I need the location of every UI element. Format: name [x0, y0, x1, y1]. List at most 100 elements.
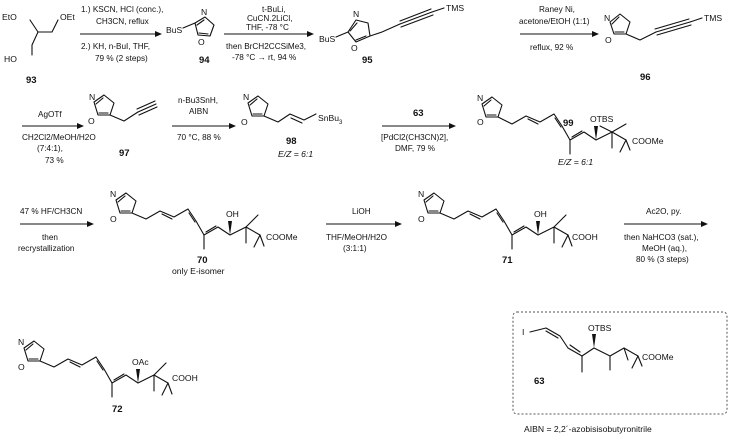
condition-text: 73 %	[45, 156, 64, 165]
atom-label: BuS	[319, 34, 336, 44]
atom-label: 3	[339, 120, 343, 126]
atom-label: BuS	[166, 25, 183, 35]
atom-label: O	[605, 35, 612, 45]
atom-label: OAc	[132, 357, 149, 367]
compound-70: N O OH COOMe 70 only E-isomer	[110, 189, 298, 276]
atom-label: TMS	[704, 13, 722, 23]
condition-text: Ac2O, py.	[646, 207, 681, 216]
compound-number: 72	[112, 404, 123, 415]
atom-label: TMS	[446, 3, 464, 13]
atom-label: O	[18, 362, 25, 372]
atom-label: OTBS	[590, 114, 614, 124]
atom-label: N	[243, 92, 249, 102]
compound-number: 70	[197, 255, 208, 266]
condition-text: 79 % (2 steps)	[95, 54, 148, 63]
condition-text: reflux, 92 %	[530, 43, 573, 52]
atom-label: N	[418, 189, 424, 199]
compound-98: N O SnBu 3 98 E/Z = 6:1	[241, 92, 343, 159]
condition-text: THF/MeOH/H2O	[326, 233, 387, 242]
compound-number: 94	[199, 55, 210, 66]
step-3: Raney Ni, acetone/EtOH (1:1) reflux, 92 …	[519, 5, 599, 52]
compound-number: 97	[119, 148, 130, 159]
condition-text: CuCN.2LiCl,	[247, 14, 293, 23]
atom-label: OH	[534, 209, 547, 219]
step-7: 47 % HF/CH3CN then recrystallization	[18, 207, 94, 253]
condition-text: recrystallization	[18, 244, 75, 253]
compound-number: 93	[26, 75, 37, 86]
condition-text: Raney Ni,	[539, 5, 575, 14]
atom-label: SnBu	[318, 113, 339, 123]
condition-text: then NaHCO3 (sat.),	[624, 233, 699, 242]
condition-text: THF, -78 °C	[246, 23, 289, 32]
atom-label: N	[18, 337, 24, 347]
step-2: t-BuLi, CuCN.2LiCl, THF, -78 °C then BrC…	[224, 5, 314, 62]
compound-71: N O OH COOH 71	[418, 189, 598, 266]
condition-text: 70 °C, 88 %	[177, 133, 221, 142]
aibn-footnote: AIBN = 2,2´-azobisisobutyronitrile	[524, 424, 652, 434]
compound-number: 98	[286, 136, 297, 147]
compound-94: N O BuS 94	[166, 7, 215, 66]
atom-label: COOH	[172, 373, 198, 383]
condition-text: (7:4:1),	[37, 144, 63, 153]
compound-72: N O OAc COOH 72	[18, 337, 198, 415]
atom-label: N	[201, 7, 207, 17]
atom-label: N	[110, 189, 116, 199]
condition-text: 1.) KSCN, HCl (conc.),	[81, 5, 163, 14]
atom-label: O	[198, 37, 205, 47]
atom-label: HO	[4, 54, 17, 64]
condition-text: AIBN	[189, 107, 208, 116]
condition-text: CH3CN, reflux	[96, 17, 149, 26]
condition-text: LiOH	[352, 207, 371, 216]
ez-ratio: E/Z = 6:1	[278, 149, 313, 159]
compound-number: 96	[640, 72, 651, 83]
reagent-number: 63	[413, 108, 424, 119]
atom-label: COOMe	[642, 352, 674, 362]
atom-label: OTBS	[588, 323, 612, 333]
atom-label: O	[88, 116, 95, 126]
atom-label: O	[110, 214, 117, 224]
compound-number: 95	[362, 55, 373, 66]
atom-label: OEt	[60, 12, 75, 22]
atom-label: COOMe	[632, 136, 664, 146]
atom-label: N	[604, 13, 610, 23]
compound-95: N O BuS TMS 95	[319, 3, 464, 66]
condition-text: AgOTf	[38, 110, 62, 119]
atom-label: N	[477, 93, 483, 103]
condition-text: then	[42, 233, 58, 242]
compound-99: N O OTBS COOMe 99 E/Z = 6:1	[477, 93, 664, 167]
compound-number: 63	[534, 376, 545, 387]
atom-label: N	[89, 92, 95, 102]
atom-label: COOMe	[266, 232, 298, 242]
atom-label: I	[522, 327, 524, 337]
compound-97: N O 97	[88, 92, 158, 159]
step-5: n-Bu3SnH, AIBN 70 °C, 88 %	[172, 96, 236, 142]
atom-label: O	[418, 214, 425, 224]
reagent-63-box: I OTBS COOMe 63	[512, 311, 728, 415]
condition-text: 2.) KH, n-BuI, THF,	[81, 42, 150, 51]
condition-text: -78 °C → rt, 94 %	[232, 53, 296, 62]
condition-text: then BrCH2CCSiMe3,	[226, 42, 306, 51]
condition-text: [PdCl2(CH3CN)2],	[381, 133, 448, 142]
step-9: Ac2O, py. then NaHCO3 (sat.), MeOH (aq.)…	[624, 207, 708, 264]
atom-label: O	[351, 43, 358, 53]
atom-label: COOH	[572, 232, 598, 242]
compound-number: 99	[563, 118, 574, 129]
atom-label: O	[477, 117, 484, 127]
step-8: LiOH THF/MeOH/H2O (3:1:1)	[326, 207, 402, 253]
condition-text: (3:1:1)	[343, 244, 367, 253]
atom-label: EtO	[2, 12, 17, 22]
atom-label: O	[241, 117, 248, 127]
atom-label: N	[353, 9, 359, 19]
step-6: 63 [PdCl2(CH3CN)2], DMF, 79 %	[381, 108, 456, 153]
step-1: 1.) KSCN, HCl (conc.), CH3CN, reflux 2.)…	[80, 5, 163, 63]
compound-number: 71	[502, 255, 513, 266]
condition-text: 47 % HF/CH3CN	[20, 207, 82, 216]
condition-text: t-BuLi,	[262, 5, 286, 14]
condition-text: MeOH (aq.),	[642, 244, 687, 253]
condition-text: CH2Cl2/MeOH/H2O	[22, 133, 96, 142]
compound-96: N O TMS 96	[604, 13, 722, 83]
condition-text: acetone/EtOH (1:1)	[519, 17, 590, 26]
compound-93: EtO OEt HO 93	[2, 12, 75, 86]
condition-text: n-Bu3SnH,	[178, 96, 218, 105]
